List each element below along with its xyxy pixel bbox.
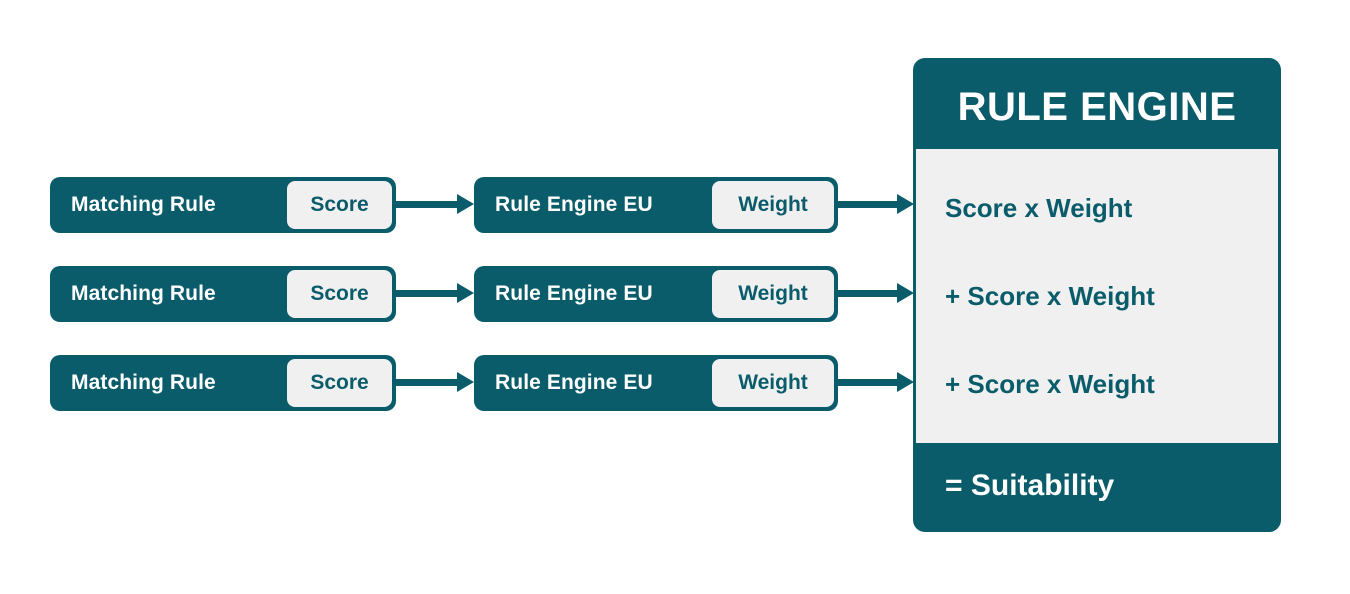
rule-engine-eu-label-1: Rule Engine EU	[495, 193, 653, 216]
score-chip-1: Score	[287, 181, 392, 229]
formula-area: Score x Weight + Score x Weight + Score …	[916, 149, 1278, 443]
rule-engine-eu-label-2: Rule Engine EU	[495, 282, 653, 305]
arrow-right-icon	[838, 283, 914, 303]
rule-engine-eu-pill-2: Rule Engine EU Weight	[474, 266, 838, 322]
matching-rule-pill-3: Matching Rule Score	[50, 355, 396, 411]
rule-engine-panel: RULE ENGINE Score x Weight + Score x Wei…	[913, 58, 1281, 532]
rule-engine-eu-pill-1: Rule Engine EU Weight	[474, 177, 838, 233]
arrow-right-icon	[838, 372, 914, 392]
rule-engine-eu-label-3: Rule Engine EU	[495, 371, 653, 394]
arrow-shaft	[396, 201, 458, 208]
formula-line-2: + Score x Weight	[945, 280, 1155, 311]
arrow-right-icon	[838, 194, 914, 214]
arrow-shaft	[838, 379, 898, 386]
arrow-right-icon	[396, 372, 474, 392]
weight-chip-3: Weight	[712, 359, 834, 407]
formula-line-1: Score x Weight	[945, 192, 1133, 223]
arrow-head	[897, 194, 914, 214]
matching-rule-label-2: Matching Rule	[71, 282, 216, 305]
arrow-head	[457, 194, 474, 214]
arrow-shaft	[838, 201, 898, 208]
arrow-shaft	[838, 290, 898, 297]
arrow-head	[897, 372, 914, 392]
arrow-head	[457, 283, 474, 303]
matching-rule-pill-1: Matching Rule Score	[50, 177, 396, 233]
score-chip-2: Score	[287, 270, 392, 318]
matching-rule-pill-2: Matching Rule Score	[50, 266, 396, 322]
matching-rule-label-1: Matching Rule	[71, 193, 216, 216]
weight-chip-2: Weight	[712, 270, 834, 318]
weight-chip-1: Weight	[712, 181, 834, 229]
arrow-head	[897, 283, 914, 303]
rule-engine-title: RULE ENGINE	[957, 85, 1237, 129]
arrow-shaft	[396, 290, 458, 297]
arrow-head	[457, 372, 474, 392]
matching-rule-label-3: Matching Rule	[71, 371, 216, 394]
formula-line-3: + Score x Weight	[945, 368, 1155, 399]
rule-engine-eu-pill-3: Rule Engine EU Weight	[474, 355, 838, 411]
suitability-result: = Suitability	[945, 469, 1115, 502]
arrow-right-icon	[396, 194, 474, 214]
arrow-shaft	[396, 379, 458, 386]
arrow-right-icon	[396, 283, 474, 303]
score-chip-3: Score	[287, 359, 392, 407]
